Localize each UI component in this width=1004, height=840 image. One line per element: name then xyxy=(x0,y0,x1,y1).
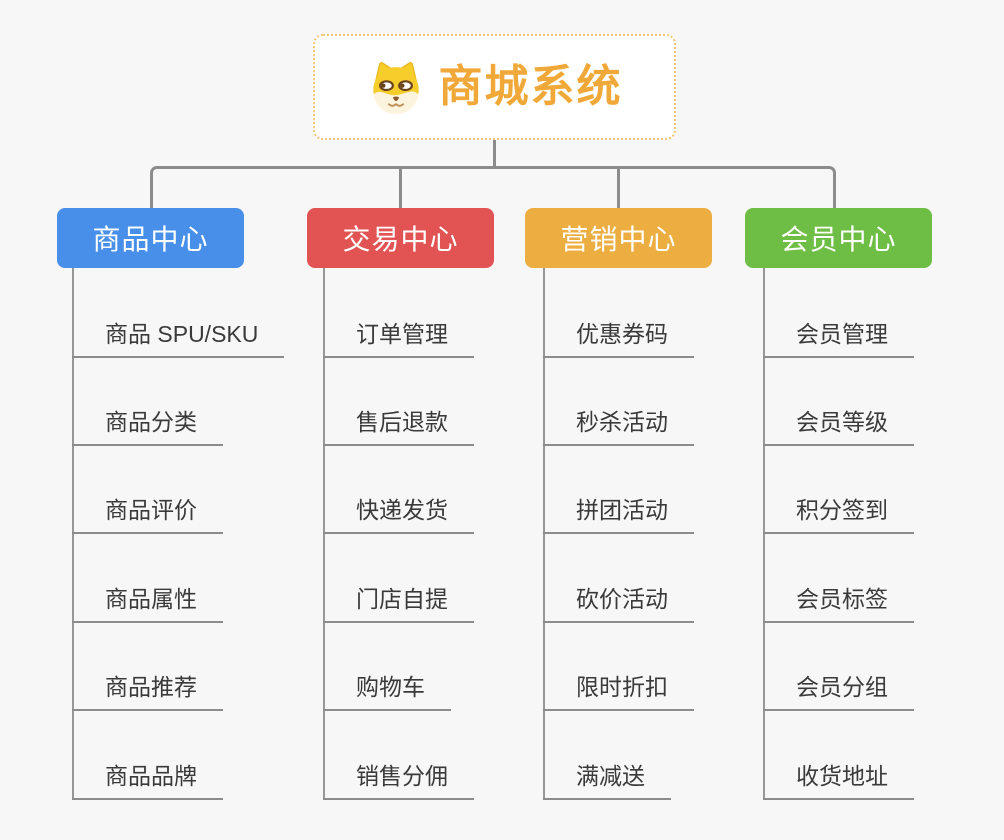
child-node[interactable]: 积分签到 xyxy=(763,494,914,534)
child-node[interactable]: 会员等级 xyxy=(763,406,914,446)
child-node[interactable]: 商品品牌 xyxy=(72,760,223,800)
branch-trunk-connector xyxy=(763,268,765,800)
child-node[interactable]: 优惠券码 xyxy=(543,318,694,358)
child-node[interactable]: 订单管理 xyxy=(323,318,474,358)
branch-label: 营销中心 xyxy=(560,224,677,255)
child-node[interactable]: 商品分类 xyxy=(72,406,223,446)
child-node[interactable]: 商品属性 xyxy=(72,583,223,623)
branch-trunk-connector xyxy=(323,268,325,800)
branch-label: 商品中心 xyxy=(92,224,209,255)
child-node[interactable]: 商品评价 xyxy=(72,494,223,534)
child-node[interactable]: 销售分佣 xyxy=(323,760,474,800)
branch-node-trade-center[interactable]: 交易中心 xyxy=(307,208,494,268)
child-node[interactable]: 商品推荐 xyxy=(72,671,223,711)
branch-drop-connector xyxy=(399,169,402,210)
child-node[interactable]: 购物车 xyxy=(323,671,451,711)
branch-label: 交易中心 xyxy=(342,224,459,255)
child-node[interactable]: 快递发货 xyxy=(323,494,474,534)
child-node[interactable]: 会员标签 xyxy=(763,583,914,623)
root-node[interactable]: 商城系统 xyxy=(313,34,676,140)
branch-node-marketing-center[interactable]: 营销中心 xyxy=(525,208,712,268)
branch-drop-connector xyxy=(617,169,620,210)
child-node[interactable]: 满减送 xyxy=(543,760,671,800)
branch-bracket-connector xyxy=(150,166,836,210)
child-node[interactable]: 砍价活动 xyxy=(543,583,694,623)
root-title: 商城系统 xyxy=(438,62,623,111)
child-node[interactable]: 商品 SPU/SKU xyxy=(72,318,285,358)
child-node[interactable]: 拼团活动 xyxy=(543,494,694,534)
child-node[interactable]: 限时折扣 xyxy=(543,671,694,711)
child-node[interactable]: 秒杀活动 xyxy=(543,406,694,446)
branch-node-member-center[interactable]: 会员中心 xyxy=(745,208,932,268)
branch-label: 会员中心 xyxy=(780,224,897,255)
child-node[interactable]: 会员管理 xyxy=(763,318,914,358)
child-node[interactable]: 会员分组 xyxy=(763,671,914,711)
doge-face-icon xyxy=(372,62,419,115)
root-stem-connector xyxy=(493,140,496,168)
child-node[interactable]: 售后退款 xyxy=(323,406,474,446)
branch-node-product-center[interactable]: 商品中心 xyxy=(57,208,244,268)
branch-trunk-connector xyxy=(543,268,545,800)
child-node[interactable]: 收货地址 xyxy=(763,760,914,800)
child-node[interactable]: 门店自提 xyxy=(323,583,474,623)
branch-trunk-connector xyxy=(72,268,74,800)
